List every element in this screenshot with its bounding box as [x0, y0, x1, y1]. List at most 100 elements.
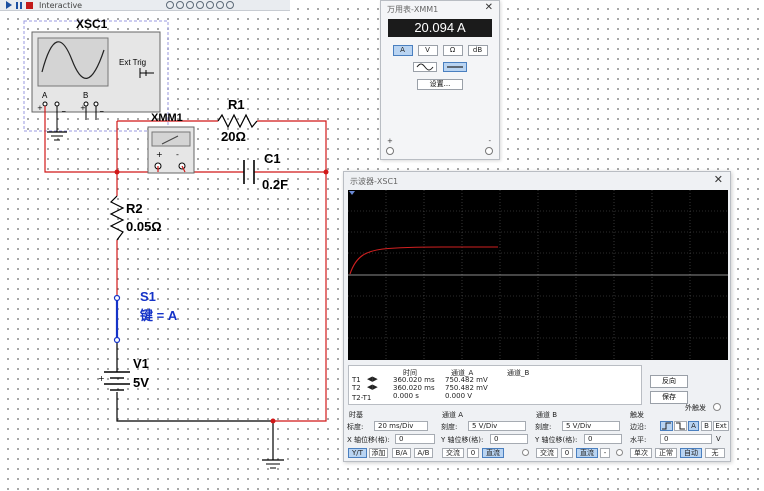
falling-edge-icon: [676, 422, 685, 430]
mode-button-db[interactable]: dB: [467, 45, 488, 56]
tool-icon[interactable]: [176, 1, 185, 9]
multimeter-window[interactable]: 万用表-XMM1 ✕ 20.094 A A V Ω dB 设置... + -: [380, 0, 500, 160]
trigger-source-a-button[interactable]: A: [688, 421, 699, 431]
junction-dot: [114, 169, 120, 175]
source-wires: [116, 340, 274, 460]
trigger-source-ext-button[interactable]: Ext: [713, 421, 729, 431]
mode-ba-button[interactable]: B/A: [392, 448, 411, 458]
mode-add-button[interactable]: 添加: [369, 448, 388, 458]
mode-yt-button[interactable]: Y/T: [348, 448, 367, 458]
multimeter-titlebar[interactable]: 万用表-XMM1 ✕: [381, 1, 499, 15]
readout-diff-ch-a: 0.000 V: [445, 392, 473, 400]
multimeter-plus-label: +: [387, 137, 393, 145]
channel-a-zero-button[interactable]: 0: [467, 448, 479, 458]
xsc1-label: XSC1: [76, 17, 108, 31]
scope-ch-a-minus-sign: _: [61, 104, 66, 112]
mode-button-ampere[interactable]: A: [392, 45, 413, 56]
gear-icon[interactable]: [226, 1, 235, 9]
mode-button-ohm[interactable]: Ω: [442, 45, 463, 56]
readout-row-label: T2: [352, 384, 361, 392]
close-icon[interactable]: ✕: [484, 2, 493, 13]
save-button[interactable]: 保存: [650, 391, 688, 404]
channel-a-scale-field[interactable]: 5 V/Div: [468, 421, 526, 431]
readout-t2-time: 360.020 ms: [393, 384, 435, 392]
channel-a-ac-button[interactable]: 交流: [442, 448, 464, 458]
readout-t1-ch-a: 750.482 mV: [445, 376, 488, 384]
ext-trigger-terminal[interactable]: [713, 403, 721, 411]
trigger-edge-label: 边沿:: [630, 423, 647, 431]
mode-ab-button[interactable]: A/B: [414, 448, 433, 458]
channel-b-invert-button[interactable]: -: [600, 448, 610, 458]
oscilloscope-titlebar[interactable]: 示波器-XSC1 ✕: [344, 172, 730, 187]
trigger-single-button[interactable]: 单次: [630, 448, 652, 458]
channel-b-zero-button[interactable]: 0: [561, 448, 573, 458]
tool-icon[interactable]: [216, 1, 225, 9]
junction-dot: [323, 169, 329, 175]
stop-icon[interactable]: [26, 1, 33, 9]
tool-icon[interactable]: [186, 1, 195, 9]
v1-value: 5V: [133, 375, 149, 390]
trigger-falling-edge-button[interactable]: [674, 421, 687, 431]
channel-b-radio[interactable]: [616, 449, 623, 456]
r2-resistor: [109, 195, 125, 241]
timebase-scale-label: 标度:: [347, 423, 364, 431]
r2-value: 0.05Ω: [126, 219, 162, 234]
cursor-t2-arrows-icon[interactable]: ◀▶: [367, 383, 378, 391]
tool-icon[interactable]: [196, 1, 205, 9]
xmm1-plus-sign: +: [156, 150, 163, 159]
cursor-t1-arrows-icon[interactable]: ◀▶: [367, 375, 378, 383]
channel-a-ypos-field[interactable]: 0: [490, 434, 528, 444]
run-icon[interactable]: [6, 1, 12, 9]
junction-dot: [270, 418, 276, 424]
trigger-none-button[interactable]: 无: [705, 448, 725, 458]
trigger-rising-edge-button[interactable]: [660, 421, 673, 431]
timebase-scale-field[interactable]: 20 ms/Div: [374, 421, 428, 431]
r2-name: R2: [126, 201, 143, 216]
trigger-level-field[interactable]: 0: [660, 434, 712, 444]
oscilloscope-window[interactable]: 示波器-XSC1 ✕: [343, 171, 731, 462]
close-icon[interactable]: ✕: [713, 173, 723, 186]
channel-a-title: 通道 A: [442, 411, 464, 419]
tool-icon[interactable]: [166, 1, 175, 9]
trigger-title: 触发: [630, 411, 644, 419]
scope-ch-a-minus-terminal: [54, 101, 60, 107]
channel-a-scale-label: 刻度:: [441, 423, 458, 431]
trigger-normal-button[interactable]: 正常: [655, 448, 677, 458]
trigger-level-unit: V: [716, 435, 721, 443]
reverse-button[interactable]: 反向: [650, 375, 688, 388]
dc-line-icon: [447, 66, 463, 68]
ext-trigger-label: 外触发: [685, 404, 706, 412]
tool-icon[interactable]: [206, 1, 215, 9]
channel-a-dc-button[interactable]: 直流: [482, 448, 504, 458]
v1-name: V1: [133, 356, 149, 371]
readout-diff-time: 0.000 s: [393, 392, 419, 400]
cursor-readout-table: 时间 通道_A 通道_B T1 ◀▶ 360.020 ms 750.482 mV…: [348, 365, 642, 405]
simulation-toolbar: Interactive: [0, 0, 290, 11]
readout-t1-time: 360.020 ms: [393, 376, 435, 384]
oscilloscope-wave-icon: [41, 41, 105, 79]
channel-b-ypos-field[interactable]: 0: [584, 434, 622, 444]
multimeter-minus-terminal[interactable]: [485, 147, 493, 155]
timebase-xpos-field[interactable]: 0: [395, 434, 435, 444]
s1-name: S1: [140, 289, 156, 304]
channel-a-radio[interactable]: [522, 449, 529, 456]
xmm1-label: XMM1: [151, 112, 183, 124]
multimeter-settings-button[interactable]: 设置...: [417, 79, 463, 90]
trigger-source-b-button[interactable]: B: [701, 421, 712, 431]
channel-b-dc-button[interactable]: 直流: [576, 448, 598, 458]
mode-label[interactable]: Interactive: [39, 0, 83, 10]
oscilloscope-screen[interactable]: [348, 190, 728, 360]
channel-b-ac-button[interactable]: 交流: [536, 448, 558, 458]
channel-b-scale-field[interactable]: 5 V/Div: [562, 421, 620, 431]
multimeter-acdc-row: [381, 62, 499, 72]
scope-ch-b-minus-terminal: [93, 101, 99, 107]
trigger-auto-button[interactable]: 自动: [680, 448, 702, 458]
channel-b-scale-label: 刻度:: [535, 423, 552, 431]
mode-button-volt[interactable]: V: [417, 45, 438, 56]
pause-icon[interactable]: [16, 1, 22, 9]
ac-button[interactable]: [413, 62, 437, 72]
dc-button[interactable]: [443, 62, 467, 72]
multimeter-reading: 20.094 A: [388, 19, 492, 37]
multimeter-plus-terminal[interactable]: [386, 147, 394, 155]
